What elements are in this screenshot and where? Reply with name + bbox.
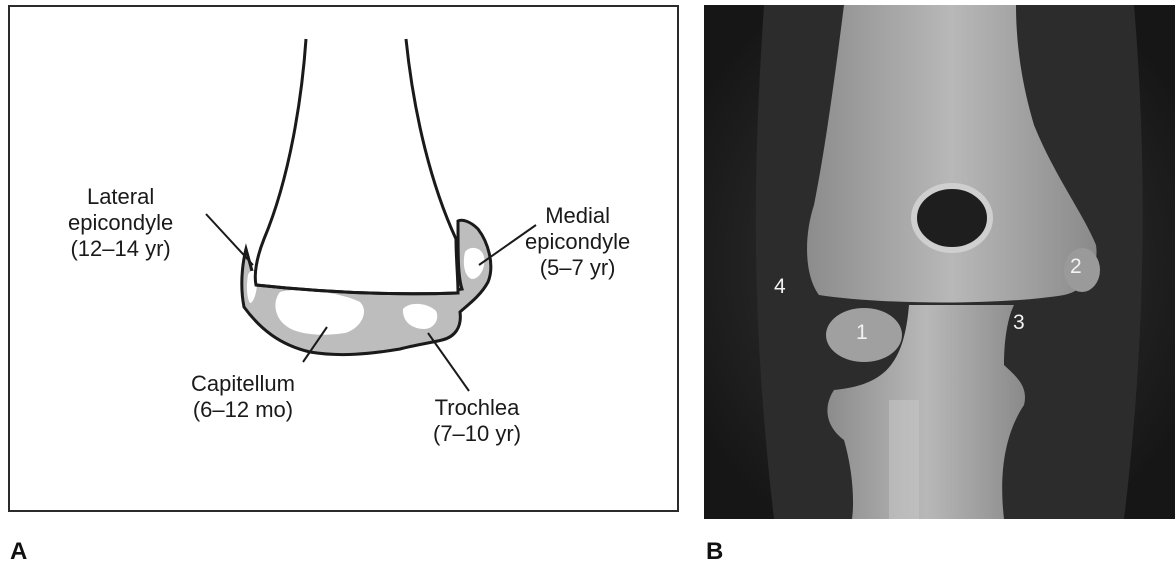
lateral-epicondyle-leader — [206, 214, 253, 265]
panel-a-letter: A — [10, 538, 27, 566]
lateral-epicondyle-label: Lateral epicondyle (12–14 yr) — [68, 184, 173, 262]
diagram-panel-a: Lateral epicondyle (12–14 yr) Medial epi… — [8, 5, 679, 512]
trochlea-label: Trochlea (7–10 yr) — [433, 395, 521, 447]
marker-1: 1 — [856, 321, 868, 345]
trochlea-leader — [428, 333, 469, 391]
humerus-shaft — [255, 39, 458, 294]
marker-4: 4 — [774, 275, 786, 299]
marker-3: 3 — [1013, 311, 1025, 335]
capitellum-label: Capitellum (6–12 mo) — [191, 371, 295, 423]
marker-2: 2 — [1070, 255, 1082, 279]
olecranon-fossa — [914, 186, 990, 250]
panel-b-letter: B — [706, 538, 723, 566]
xray-panel-b: 1 2 3 4 — [704, 5, 1175, 519]
elbow-radiograph — [704, 5, 1175, 519]
medial-epicondyle-label: Medial epicondyle (5–7 yr) — [525, 203, 630, 281]
